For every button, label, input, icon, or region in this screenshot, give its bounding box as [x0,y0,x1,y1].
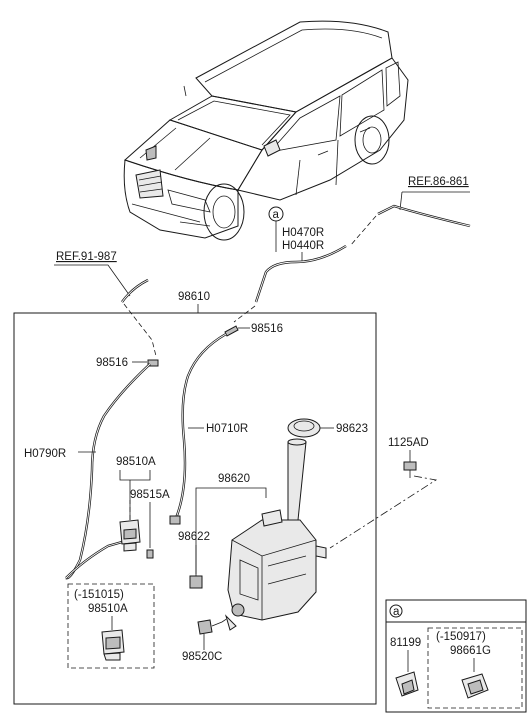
vehicle-illustration [123,20,409,241]
detail-box-header: a [393,606,400,618]
part-98516-left-label: 98516 [96,357,128,369]
detail-box-a: a 81199 (-150917) 98661G [385,599,527,713]
ref-86-861-group: REF.86-861 [349,176,471,247]
pump-98510a: 98510A 98515A [116,456,170,559]
part-1125ad-label: 1125AD [388,437,429,449]
part-98515a-label: 98515A [130,489,170,501]
part-98520c-label: 98520C [182,651,222,663]
grommet-98622: 98622 [178,531,210,589]
variant-150917-label: (-150917) [436,631,486,643]
variant-151015-label: (-151015) [74,589,124,601]
part-98520c: 98520C [182,617,229,663]
part-98510a-label: 98510A [116,456,156,468]
h0470r-label: H0470R [282,227,324,239]
variant-box-151015: (-151015) 98510A [67,583,155,669]
hose-h0790r: H0790R [24,363,151,580]
circle-a-letter: a [273,209,280,221]
part-98623-label: 98623 [336,423,368,435]
main-assembly-box [13,312,377,705]
variant-98510a-label: 98510A [88,603,128,615]
cap-98623: 98623 [287,418,368,438]
circle-a-marker: a [268,206,284,252]
hose-h0710r: H0710R [174,332,248,519]
h0790r-label: H0790R [24,448,66,460]
h0710r-label: H0710R [206,423,248,435]
ref-91-987-group: REF.91-987 [54,251,157,357]
reservoir-98620: 98620 [195,438,327,631]
part-98661g-label: 98661G [450,645,491,657]
connector-98516-right: 98516 [224,323,283,337]
ref-86-861-label: REF.86-861 [408,176,469,188]
part-98622-label: 98622 [178,531,210,543]
part-98516-right-label: 98516 [251,323,283,335]
connector-98516-left: 98516 [96,357,159,369]
part-81199-label: 81199 [390,637,421,649]
part-98620-label: 98620 [218,473,250,485]
bolt-1125ad: 1125AD [329,437,438,549]
part-98610-label: 98610 [178,291,210,303]
upper-hose-h0440r [233,244,347,323]
ref-91-987-label: REF.91-987 [56,251,117,263]
h0440r-label: H0440R [282,240,324,252]
